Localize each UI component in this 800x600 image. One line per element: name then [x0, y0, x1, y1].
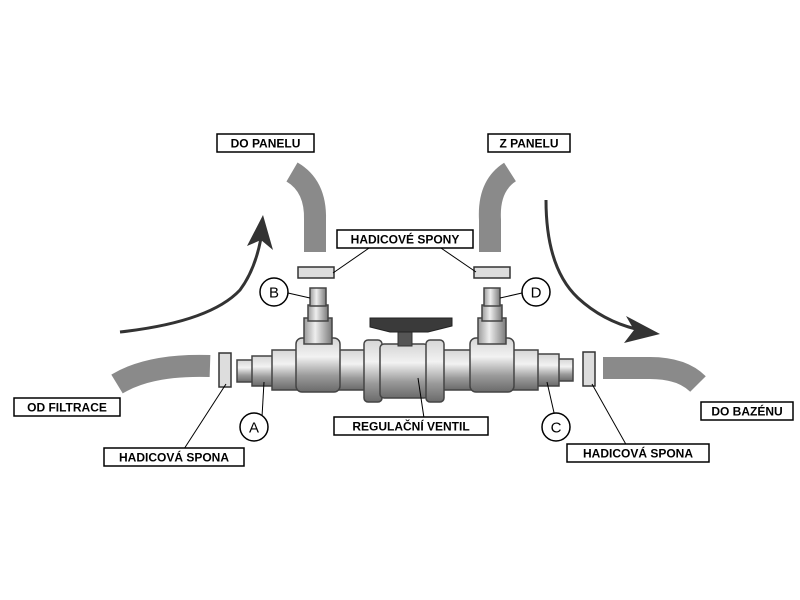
marker-d: D — [521, 277, 551, 307]
label-hadicove-spony-text: HADICOVÉ SPONY — [351, 232, 460, 247]
label-od-filtrace: OD FILTRACE — [13, 397, 121, 417]
flow-arrow-down-right — [544, 199, 641, 332]
label-do-bazenu: DO BAZÉNU — [700, 401, 794, 421]
label-hadicova-spona-right: HADICOVÁ SPONA — [566, 443, 710, 463]
marker-a: A — [239, 412, 269, 442]
label-regulacni-ventil-text: REGULAČNÍ VENTIL — [352, 419, 469, 434]
marker-b: B — [259, 277, 289, 307]
arrowhead-down-right-icon — [624, 316, 660, 343]
hose-do-panelu — [285, 162, 327, 252]
label-hadicova-spona-left-text: HADICOVÁ SPONA — [119, 450, 229, 465]
label-do-panelu: DO PANELU — [216, 133, 315, 153]
hose-z-panelu — [478, 162, 517, 252]
label-do-panelu-text: DO PANELU — [231, 137, 301, 151]
label-hadicove-spony: HADICOVÉ SPONY — [336, 229, 474, 249]
label-hadicova-spona-left: HADICOVÁ SPONA — [103, 447, 245, 467]
label-regulacni-ventil: REGULAČNÍ VENTIL — [333, 416, 489, 436]
arrowhead-up-left-icon — [247, 215, 273, 250]
valve-handle — [369, 317, 453, 333]
hose-clamp-top-left — [297, 266, 335, 279]
valve-assembly — [236, 287, 574, 403]
label-z-panelu-text: Z PANELU — [499, 137, 558, 151]
hose-clamp-left — [218, 352, 232, 388]
marker-b-label: B — [269, 285, 279, 302]
flow-arrow-up-left — [119, 224, 265, 334]
label-do-bazenu-text: DO BAZÉNU — [711, 404, 782, 419]
marker-c-label: C — [551, 420, 562, 437]
marker-d-label: D — [531, 285, 542, 302]
label-z-panelu: Z PANELU — [487, 133, 571, 153]
marker-a-label: A — [249, 420, 259, 437]
hose-od-filtrace — [111, 354, 211, 394]
hose-do-bazenu — [603, 357, 706, 393]
label-hadicova-spona-right-text: HADICOVÁ SPONA — [583, 446, 693, 461]
label-od-filtrace-text: OD FILTRACE — [27, 401, 107, 415]
marker-c: C — [541, 412, 571, 442]
hose-clamp-right — [582, 351, 596, 387]
hose-clamp-top-right — [473, 266, 511, 279]
